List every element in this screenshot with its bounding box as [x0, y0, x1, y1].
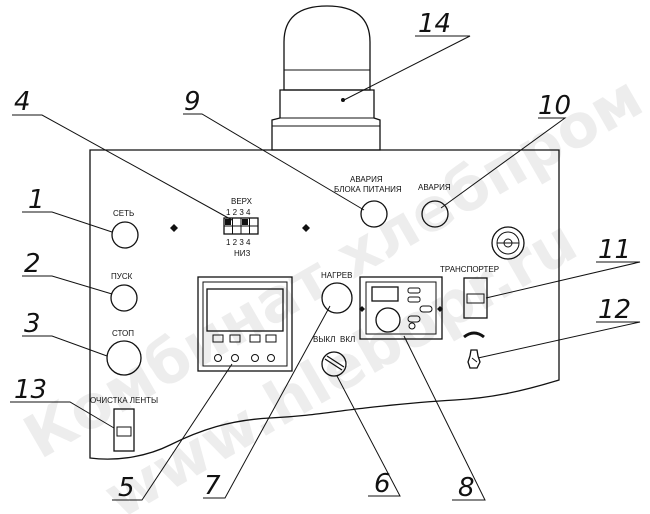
panel-body — [89, 149, 560, 460]
avaria-label: АВАРИЯ — [418, 183, 451, 192]
temperature-controller — [197, 276, 293, 372]
callout-2: 2 — [24, 249, 41, 279]
callout-12: 12 — [598, 295, 631, 325]
stop-label: СТОП — [112, 329, 134, 338]
avaria-bp-indicator: АВАРИЯ БЛОКА ПИТАНИЯ — [334, 175, 402, 228]
dip-digits-top: 1 2 3 4 — [226, 208, 251, 217]
avaria-bp-label-1: АВАРИЯ — [350, 175, 383, 184]
pusk-button: ПУСК — [110, 272, 138, 312]
beacon-lamp — [271, 5, 381, 151]
frequency-converter — [359, 276, 443, 340]
buzzer — [491, 226, 525, 260]
set-label: СЕТЬ — [113, 209, 134, 218]
dip-digits-bottom: 1 2 3 4 — [226, 238, 251, 247]
ochistka-label: ОЧИСТКА ЛЕНТЫ — [90, 396, 158, 405]
watermark: Комбинат хлебпром www.hlebopr.ru — [13, 62, 650, 514]
callout-13: 13 — [14, 375, 47, 405]
niz-label: НИЗ — [234, 249, 251, 258]
callout-6: 6 — [374, 469, 391, 499]
callout-14: 14 — [418, 9, 451, 39]
callout-9: 9 — [184, 87, 201, 117]
callout-5: 5 — [118, 473, 135, 503]
callout-10: 10 — [538, 91, 571, 121]
stop-button: СТОП — [106, 329, 142, 376]
transporter-label: ТРАНСПОРТЕР — [440, 265, 499, 274]
vykl-label: ВЫКЛ — [313, 335, 335, 344]
avaria-indicator: АВАРИЯ — [418, 183, 451, 228]
set-indicator: СЕТЬ — [111, 209, 139, 249]
nagrev-label: НАГРЕВ — [321, 271, 352, 280]
callout-11: 11 — [598, 235, 631, 265]
callout-4: 4 — [14, 87, 31, 117]
pusk-label: ПУСК — [111, 272, 133, 281]
leader-lines — [10, 35, 641, 501]
callout-7: 7 — [204, 471, 221, 501]
callout-8: 8 — [458, 473, 475, 503]
ochistka-switch: ОЧИСТКА ЛЕНТЫ — [90, 396, 158, 452]
callout-numbers: 1 2 3 4 5 6 7 8 9 10 11 12 13 14 — [14, 9, 631, 503]
vkl-label: ВКЛ — [340, 335, 355, 344]
callout-1: 1 — [28, 185, 45, 215]
power-switch: ВЫКЛ ВКЛ — [313, 335, 355, 377]
key-switch — [463, 331, 485, 369]
avaria-bp-label-2: БЛОКА ПИТАНИЯ — [334, 185, 402, 194]
dip-switch: ВЕРХ 1 2 3 4 1 2 3 4 НИЗ — [170, 197, 310, 258]
nagrev-indicator: НАГРЕВ — [321, 271, 353, 314]
verh-label: ВЕРХ — [231, 197, 253, 206]
callout-3: 3 — [24, 309, 41, 339]
